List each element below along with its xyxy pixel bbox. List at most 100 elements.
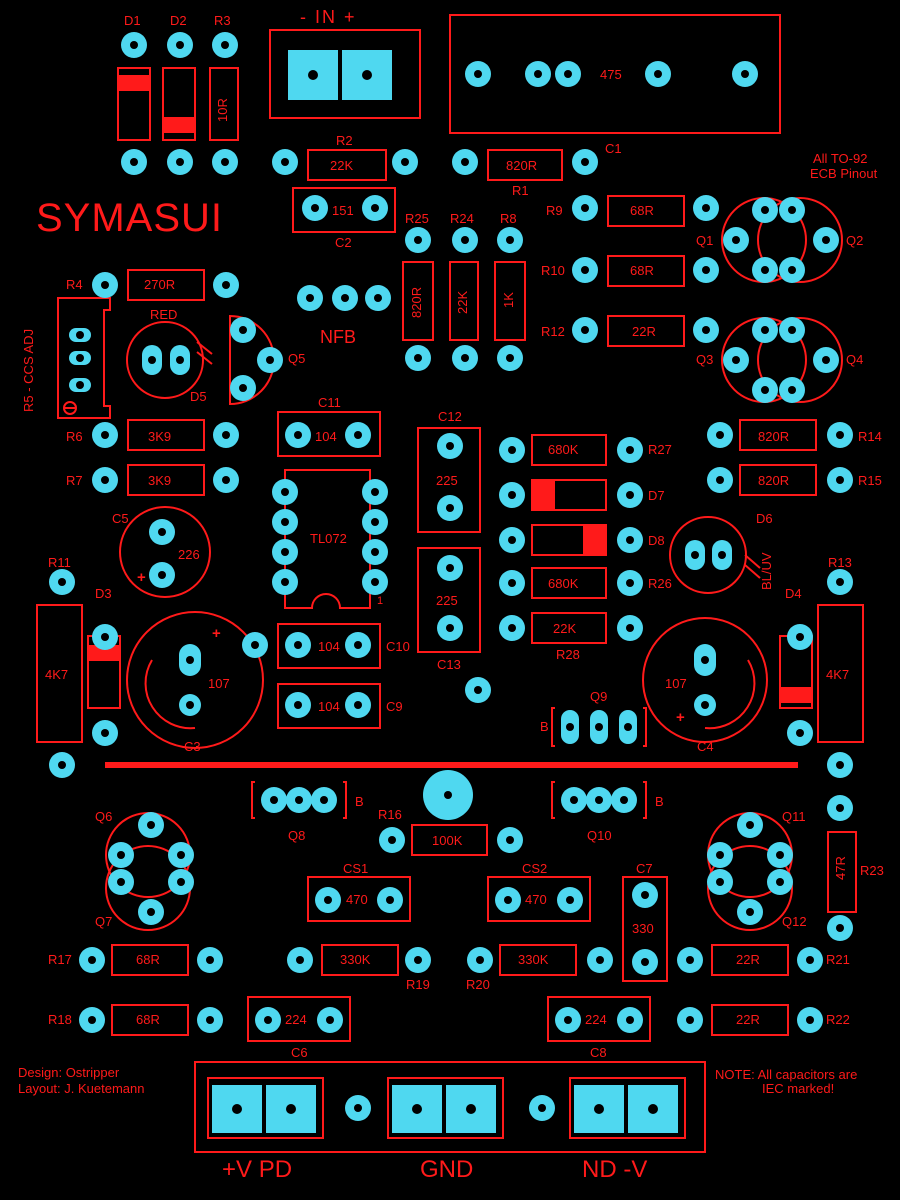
solder-pad[interactable] — [405, 227, 431, 253]
solder-pad[interactable] — [707, 467, 733, 493]
solder-pad[interactable] — [108, 869, 134, 895]
oval-pad[interactable] — [694, 644, 716, 676]
solder-pad[interactable] — [555, 1007, 581, 1033]
solder-pad[interactable] — [813, 347, 839, 373]
solder-pad[interactable] — [452, 345, 478, 371]
solder-pad[interactable] — [311, 787, 337, 813]
solder-pad[interactable] — [499, 570, 525, 596]
solder-pad[interactable] — [392, 149, 418, 175]
solder-pad[interactable] — [286, 787, 312, 813]
solder-pad[interactable] — [707, 869, 733, 895]
solder-pad[interactable] — [168, 869, 194, 895]
solder-pad[interactable] — [813, 227, 839, 253]
solder-pad[interactable] — [779, 257, 805, 283]
solder-pad[interactable] — [767, 842, 793, 868]
solder-pad[interactable] — [138, 899, 164, 925]
power-terminal-gnd2[interactable] — [446, 1085, 496, 1133]
solder-pad[interactable] — [92, 422, 118, 448]
solder-pad[interactable] — [827, 752, 853, 778]
solder-pad[interactable] — [611, 787, 637, 813]
solder-pad[interactable] — [365, 285, 391, 311]
solder-pad[interactable] — [827, 569, 853, 595]
oval-pad[interactable] — [179, 644, 201, 676]
solder-pad[interactable] — [121, 32, 147, 58]
solder-pad[interactable] — [197, 947, 223, 973]
oval-pad[interactable] — [69, 378, 91, 392]
solder-pad[interactable] — [272, 509, 298, 535]
solder-pad[interactable] — [467, 947, 493, 973]
solder-pad[interactable] — [827, 795, 853, 821]
solder-pad[interactable] — [617, 615, 643, 641]
oval-pad[interactable] — [561, 710, 579, 744]
solder-pad[interactable] — [779, 317, 805, 343]
solder-pad[interactable] — [677, 947, 703, 973]
solder-pad[interactable] — [49, 569, 75, 595]
solder-pad[interactable] — [345, 692, 371, 718]
solder-pad[interactable] — [787, 720, 813, 746]
solder-pad[interactable] — [465, 61, 491, 87]
solder-pad[interactable] — [287, 947, 313, 973]
solder-pad[interactable] — [732, 61, 758, 87]
power-terminal-vp[interactable] — [212, 1085, 262, 1133]
solder-pad[interactable] — [752, 377, 778, 403]
solder-pad[interactable] — [121, 149, 147, 175]
power-terminal-nd[interactable] — [574, 1085, 624, 1133]
solder-pad[interactable] — [572, 257, 598, 283]
power-terminal-gnd1[interactable] — [392, 1085, 442, 1133]
solder-pad[interactable] — [555, 61, 581, 87]
solder-pad[interactable] — [405, 345, 431, 371]
solder-pad[interactable] — [272, 539, 298, 565]
oval-pad[interactable] — [69, 351, 91, 365]
solder-pad[interactable] — [693, 195, 719, 221]
solder-pad[interactable] — [315, 887, 341, 913]
solder-pad[interactable] — [499, 482, 525, 508]
solder-pad[interactable] — [345, 632, 371, 658]
solder-pad[interactable] — [787, 624, 813, 650]
solder-pad[interactable] — [79, 1007, 105, 1033]
solder-pad[interactable] — [272, 569, 298, 595]
solder-pad[interactable] — [261, 787, 287, 813]
solder-pad[interactable] — [723, 227, 749, 253]
oval-pad[interactable] — [685, 540, 705, 570]
solder-pad[interactable] — [437, 555, 463, 581]
solder-pad[interactable] — [617, 482, 643, 508]
solder-pad[interactable] — [529, 1095, 555, 1121]
solder-pad[interactable] — [827, 467, 853, 493]
solder-pad[interactable] — [586, 787, 612, 813]
solder-pad[interactable] — [617, 437, 643, 463]
solder-pad[interactable] — [632, 882, 658, 908]
solder-pad[interactable] — [497, 227, 523, 253]
solder-pad[interactable] — [797, 1007, 823, 1033]
solder-pad[interactable] — [168, 842, 194, 868]
solder-pad[interactable] — [345, 422, 371, 448]
oval-pad[interactable] — [179, 694, 201, 716]
solder-pad[interactable] — [572, 317, 598, 343]
solder-pad[interactable] — [693, 317, 719, 343]
solder-pad[interactable] — [452, 227, 478, 253]
solder-pad[interactable] — [92, 272, 118, 298]
solder-pad[interactable] — [92, 467, 118, 493]
solder-pad[interactable] — [167, 149, 193, 175]
solder-pad[interactable] — [108, 842, 134, 868]
solder-pad[interactable] — [561, 787, 587, 813]
solder-pad[interactable] — [495, 887, 521, 913]
solder-pad[interactable] — [572, 195, 598, 221]
solder-pad[interactable] — [149, 562, 175, 588]
solder-pad[interactable] — [452, 149, 478, 175]
solder-pad[interactable] — [212, 149, 238, 175]
solder-pad[interactable] — [362, 479, 388, 505]
solder-pad[interactable] — [149, 519, 175, 545]
solder-pad[interactable] — [362, 569, 388, 595]
solder-pad[interactable] — [297, 285, 323, 311]
oval-pad[interactable] — [694, 694, 716, 716]
solder-pad[interactable] — [827, 422, 853, 448]
solder-pad[interactable] — [332, 285, 358, 311]
solder-pad[interactable] — [752, 197, 778, 223]
solder-pad[interactable] — [405, 947, 431, 973]
solder-pad[interactable] — [645, 61, 671, 87]
solder-pad[interactable] — [213, 467, 239, 493]
solder-pad[interactable] — [752, 257, 778, 283]
solder-pad[interactable] — [362, 195, 388, 221]
solder-pad[interactable] — [707, 422, 733, 448]
solder-pad[interactable] — [92, 624, 118, 650]
